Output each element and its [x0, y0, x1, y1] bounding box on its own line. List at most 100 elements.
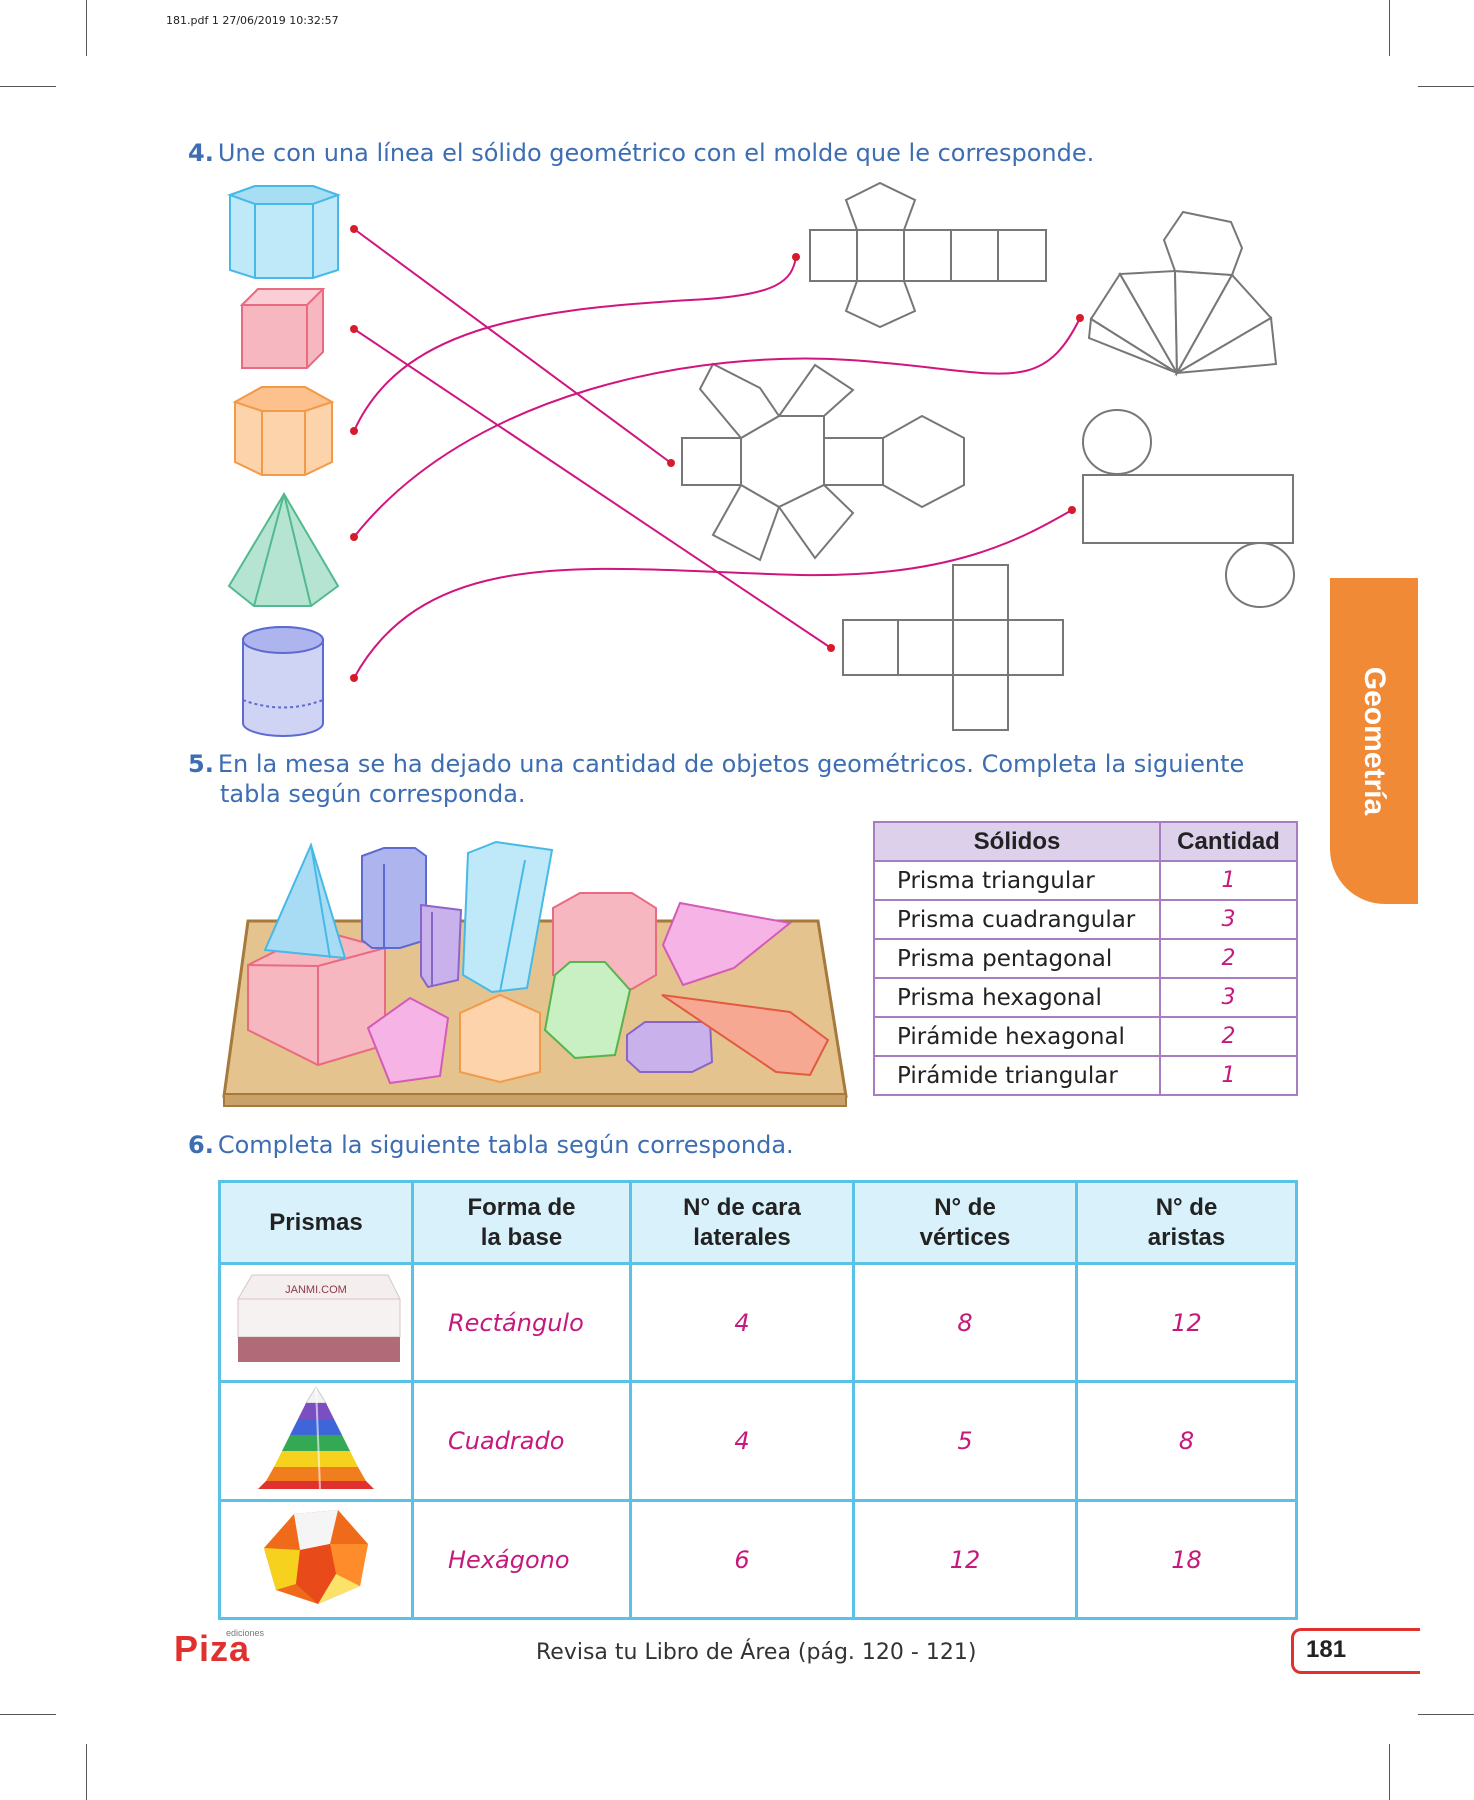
crop-mark — [1389, 0, 1390, 56]
print-header: 181.pdf 1 27/06/2019 10:32:57 — [166, 14, 339, 27]
edges: 18 — [1075, 1499, 1298, 1620]
exercise-5-number: 5. — [188, 750, 214, 778]
exercise-6-instruction: Completa la siguiente tabla según corres… — [217, 1131, 794, 1159]
solid-name: Pirámide triangular — [873, 1055, 1161, 1096]
piza-logo: Piza — [174, 1628, 251, 1669]
hexagonal-prism-net — [681, 362, 965, 562]
cube-solid — [239, 288, 326, 369]
edges: 12 — [1075, 1262, 1298, 1383]
rainbow-pyramid-image — [258, 1386, 374, 1490]
table-row: JANMI.COM Rectángulo 4 8 12 — [218, 1262, 1298, 1383]
solid-name: Prisma triangular — [873, 860, 1161, 901]
vertices: 12 — [852, 1499, 1078, 1620]
exercise-4-number: 4. — [188, 139, 214, 167]
crop-mark — [0, 86, 56, 87]
solid-quantity: 3 — [1159, 977, 1298, 1018]
header-label: vértices — [919, 1223, 1011, 1251]
crop-mark — [1389, 1744, 1390, 1800]
lateral-faces: 4 — [629, 1380, 855, 1502]
header-label: la base — [480, 1223, 563, 1251]
solid-name: Prisma hexagonal — [873, 977, 1161, 1018]
box-brand-label: JANMI.COM — [285, 1284, 347, 1296]
solid-quantity: 2 — [1159, 1016, 1298, 1057]
crop-mark — [1418, 86, 1474, 87]
table-row: Hexágono 6 12 18 — [218, 1499, 1298, 1620]
base-shape: Hexágono — [411, 1499, 632, 1620]
crop-mark — [0, 1714, 56, 1715]
cube-net — [842, 564, 1064, 731]
edges: 8 — [1075, 1380, 1298, 1502]
header-cantidad: Cantidad — [1159, 821, 1298, 862]
footer-note: Revisa tu Libro de Área (pág. 120 - 121) — [536, 1640, 977, 1665]
origami-solid-image — [264, 1510, 368, 1604]
hexagonal-pyramid-net — [1087, 210, 1278, 377]
hexagonal-prism-solid — [227, 185, 341, 279]
exercise-6-number: 6. — [188, 1131, 214, 1159]
base-shape: Rectángulo — [411, 1262, 632, 1383]
crop-mark — [86, 1744, 87, 1800]
exercise-5-instruction-line2: tabla según corresponda. — [220, 780, 526, 808]
solid-quantity: 2 — [1159, 938, 1298, 979]
matching-lines — [353, 228, 1081, 679]
header-prismas: Prismas — [218, 1180, 414, 1265]
base-shape: Cuadrado — [411, 1380, 632, 1502]
solid-quantity: 1 — [1159, 860, 1298, 901]
table-row: Cuadrado 4 5 8 — [218, 1380, 1298, 1502]
rainbow-pyramid-photo — [218, 1380, 414, 1502]
table-with-solids-illustration — [222, 840, 848, 1107]
crop-mark — [1418, 1714, 1474, 1715]
pentagonal-prism-net — [809, 181, 1047, 329]
cylinder-net — [1082, 409, 1295, 608]
box-photo: JANMI.COM — [218, 1262, 414, 1383]
matching-dots — [350, 225, 1084, 682]
solid-quantity: 1 — [1159, 1055, 1298, 1096]
exercise-5-title: 5.En la mesa se ha dejado una cantidad d… — [188, 749, 1298, 809]
header-label: Forma de — [467, 1193, 576, 1221]
page-number-box: 181 — [1291, 1628, 1420, 1674]
vertices: 8 — [852, 1262, 1078, 1383]
cylinder-solid — [242, 626, 324, 737]
triangular-pyramid-solid — [227, 492, 340, 607]
header-label: N° de — [934, 1193, 996, 1221]
header-label: N° de — [1155, 1193, 1218, 1221]
section-tab-label: Geometría — [1358, 666, 1391, 816]
vertices: 5 — [852, 1380, 1078, 1502]
table-header-row: Sólidos Cantidad — [873, 821, 1298, 862]
origami-solid-photo — [218, 1499, 414, 1620]
crop-mark — [86, 0, 87, 56]
header-solidos: Sólidos — [873, 821, 1161, 862]
exercise-6-title: 6.Completa la siguiente tabla según corr… — [188, 1130, 794, 1160]
exercise-5-instruction-line1: En la mesa se ha dejado una cantidad de … — [217, 750, 1245, 778]
pentagonal-prism-solid — [232, 386, 335, 476]
solid-name: Prisma pentagonal — [873, 938, 1161, 979]
exercise-4-instruction: Une con una línea el sólido geométrico c… — [217, 139, 1095, 167]
box-image: JANMI.COM — [237, 1274, 401, 1362]
exercise-4-title: 4.Une con una línea el sólido geométrico… — [188, 138, 1094, 168]
header-label: laterales — [693, 1223, 791, 1251]
solid-name: Prisma cuadrangular — [873, 899, 1161, 940]
page-number: 181 — [1306, 1636, 1347, 1663]
logo-subtitle: ediciones — [226, 1628, 265, 1638]
section-tab-geometria: Geometría — [1330, 578, 1418, 904]
header-label: N° de cara — [683, 1193, 801, 1221]
solid-name: Pirámide hexagonal — [873, 1016, 1161, 1057]
header-prismas-label: Prismas — [269, 1208, 363, 1236]
lateral-faces: 6 — [629, 1499, 855, 1620]
header-label: aristas — [1147, 1223, 1226, 1251]
solid-quantity: 3 — [1159, 899, 1298, 940]
lateral-faces: 4 — [629, 1262, 855, 1383]
